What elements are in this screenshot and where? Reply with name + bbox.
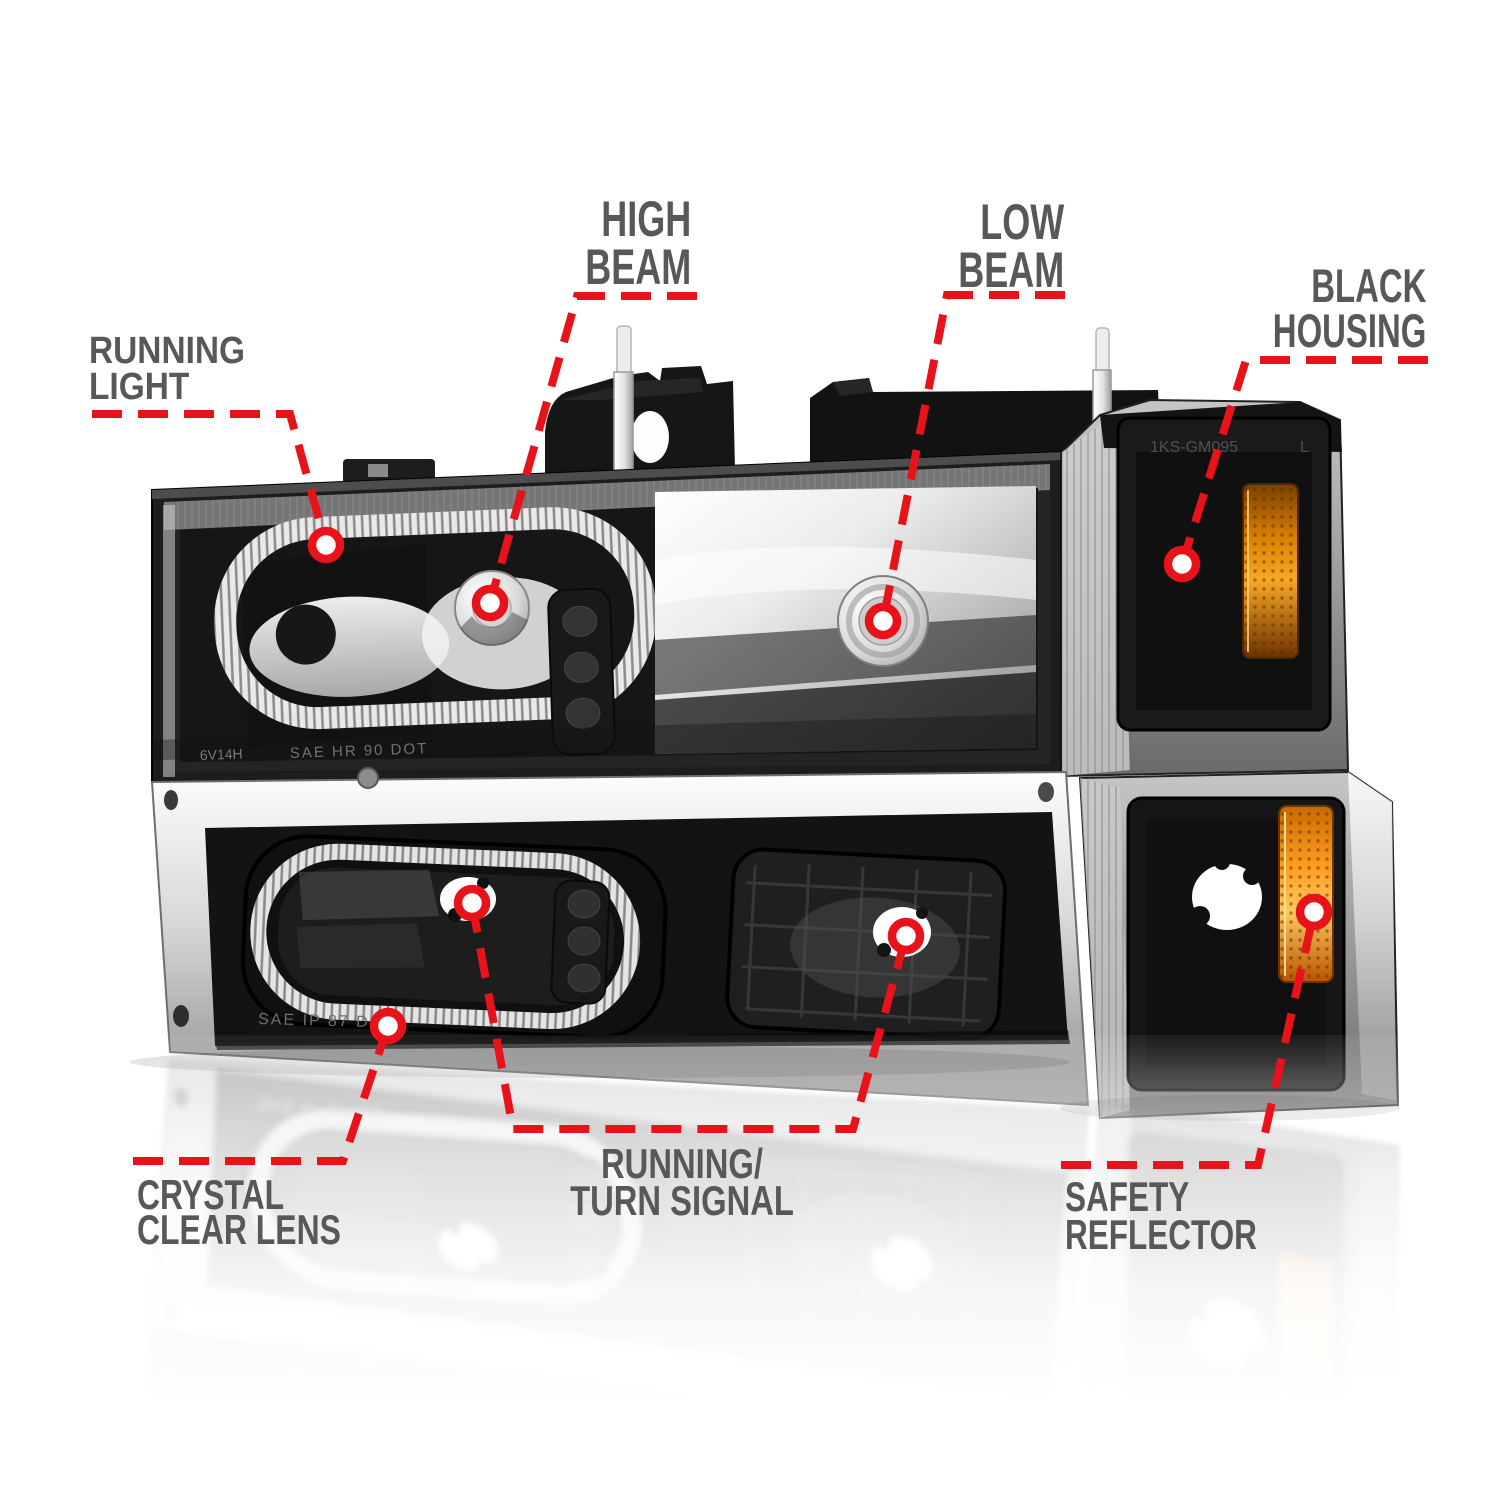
- callout-safety-reflector: SAFETY REFLECTOR: [1065, 1173, 1257, 1258]
- callout-line: BEAM: [958, 242, 1064, 298]
- marker-black-housing: [1163, 545, 1201, 583]
- leader-running-light: [92, 410, 330, 547]
- callout-line: TURN SIGNAL: [570, 1177, 794, 1224]
- turn-signal-right-opening: [725, 847, 1008, 1041]
- callout-markers: [307, 526, 1333, 1045]
- corner-lens-code-embossed: 1KS-GM095: [1150, 439, 1238, 456]
- callout-line: SAFETY: [1065, 1173, 1190, 1220]
- callout-black-housing: BLACK HOUSING: [1272, 259, 1426, 357]
- leader-lines: [92, 291, 1428, 1169]
- callout-low-beam: LOW BEAM: [958, 194, 1064, 298]
- marker-safety-reflector: [1295, 893, 1333, 931]
- callout-line: LOW: [980, 194, 1064, 250]
- callout-line: CLEAR LENS: [137, 1206, 341, 1253]
- callout-running-turn-signal: RUNNING/ TURN SIGNAL: [557, 1140, 807, 1224]
- callout-high-beam: HIGH BEAM: [585, 191, 691, 295]
- marker-running-light: [307, 526, 345, 564]
- headlight-lens-code-embossed: 6V14H: [200, 746, 243, 763]
- callout-line: BEAM: [585, 239, 691, 295]
- callout-line: CRYSTAL: [137, 1171, 285, 1218]
- corner-lens-side-embossed: L: [1300, 439, 1309, 456]
- headlight-lens-dot-embossed: SAE HR 90 DOT: [290, 740, 429, 762]
- marker-crystal-clear-lens: [369, 1007, 407, 1045]
- callout-line: RUNNING: [89, 330, 246, 372]
- amber-reflector-upper: [1242, 483, 1299, 659]
- callout-line: LIGHT: [89, 366, 190, 408]
- leader-running-turn-signal: [468, 902, 910, 1133]
- callout-crystal-clear-lens: CRYSTAL CLEAR LENS: [137, 1171, 341, 1253]
- parklight-lens-dot-embossed: SAE IP 87 DO: [258, 1011, 384, 1031]
- headlight-main: 6V14H SAE HR 90 DOT: [151, 450, 1064, 784]
- low-beam-reflector: [655, 486, 1036, 754]
- marker-running-turn-signal-right: [887, 917, 925, 955]
- leader-low-beam: [879, 291, 1065, 622]
- leader-safety-reflector: [1061, 911, 1318, 1169]
- headlight-assembly: GM 073: [150, 325, 1400, 1120]
- callout-line: BLACK: [1310, 259, 1426, 312]
- marker-low-beam: [864, 602, 902, 640]
- leader-black-housing: [1178, 356, 1428, 566]
- marker-high-beam: [471, 584, 509, 622]
- amber-reflector-lower: [1278, 805, 1334, 983]
- callout-line: HIGH: [601, 191, 691, 247]
- marker-running-turn-signal-left: [453, 884, 491, 922]
- callout-line: HOUSING: [1272, 304, 1426, 357]
- callout-line: RUNNING/: [601, 1140, 763, 1187]
- leader-high-beam: [486, 292, 697, 605]
- corner-lamp-upper: 1KS-GM095 L: [1061, 398, 1350, 778]
- callout-line: REFLECTOR: [1065, 1211, 1257, 1258]
- callout-running-light: RUNNING LIGHT: [89, 330, 246, 408]
- leader-crystal-clear-lens: [133, 1024, 392, 1165]
